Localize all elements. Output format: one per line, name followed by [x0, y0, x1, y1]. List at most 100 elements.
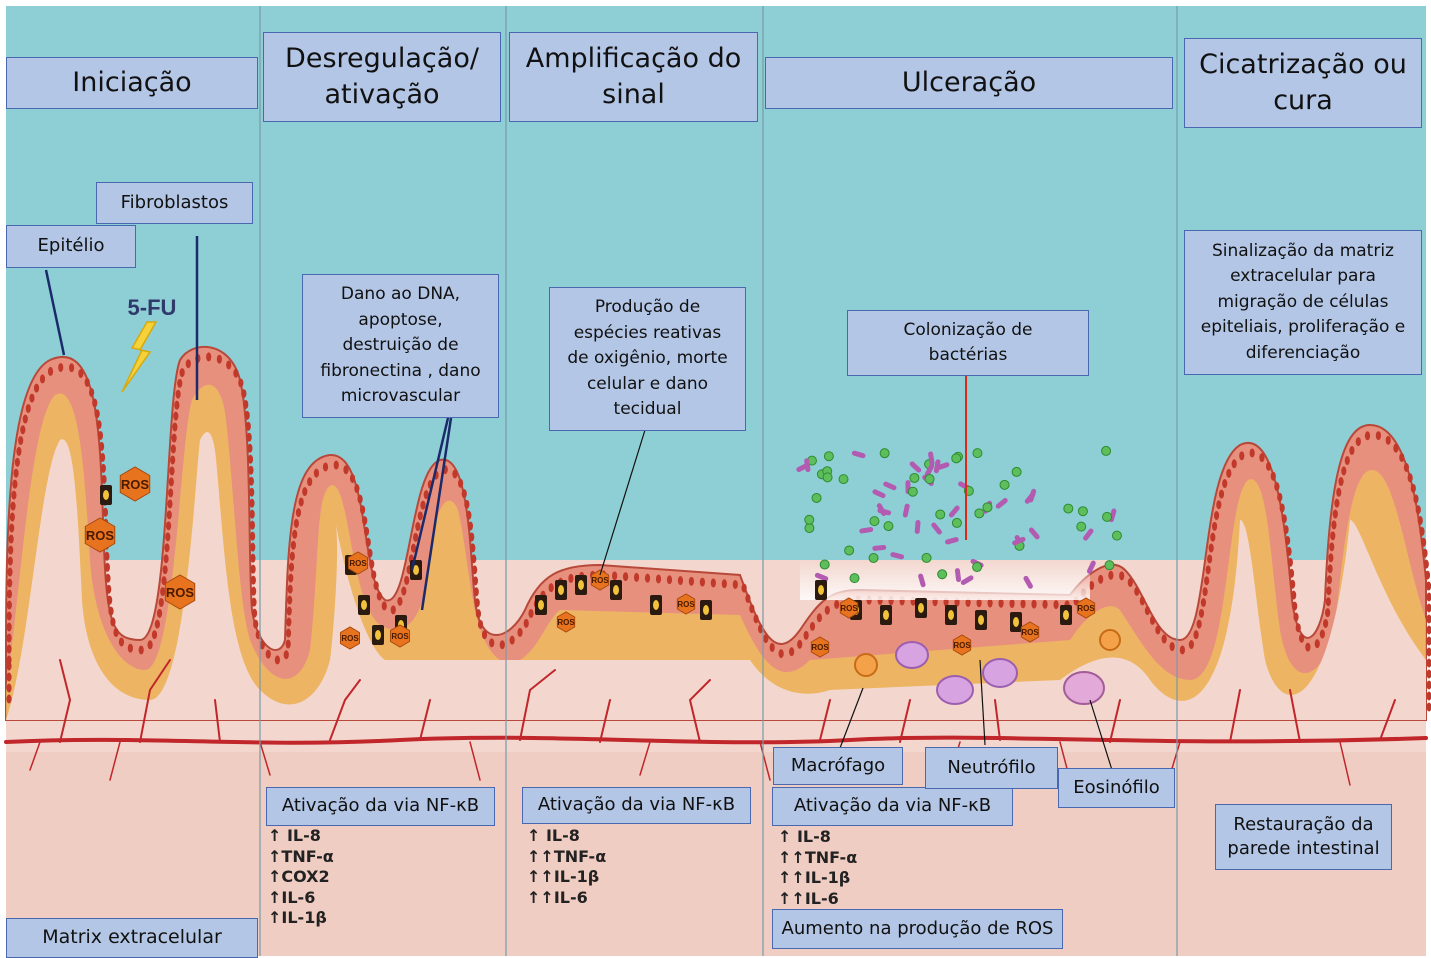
- nucleus-dot: [700, 578, 705, 587]
- desc-dano-line: apoptose,: [358, 308, 442, 334]
- bacterium-coccus: [983, 503, 992, 512]
- nucleus-dot: [568, 574, 573, 583]
- nucleus-dot: [401, 587, 406, 596]
- bacterium-coccus: [1012, 467, 1021, 476]
- nucleus-dot: [1170, 642, 1175, 651]
- desc-producao-line: Produção de: [595, 295, 700, 321]
- nucleus-dot: [1128, 578, 1133, 587]
- bacterium-coccus: [870, 517, 879, 526]
- nucleus-dot: [11, 491, 16, 500]
- nucleus-dot: [749, 604, 754, 613]
- nucleus-dot: [29, 394, 34, 403]
- damaged-cell-nucleus: [978, 615, 984, 625]
- nucleus-dot: [287, 607, 292, 616]
- nucleus-dot: [69, 363, 74, 372]
- marker-item: ↑TNF-α: [268, 847, 334, 868]
- nucleus-dot: [226, 360, 231, 369]
- marker-item: ↑COX2: [268, 867, 334, 888]
- nucleus-dot: [148, 640, 153, 649]
- bacterium-coccus: [1064, 504, 1073, 513]
- phase-desregulacao: Desregulação/ ativação: [263, 32, 501, 122]
- nucleus-dot: [1426, 669, 1431, 678]
- bacterium-coccus: [884, 522, 893, 531]
- nucleus-dot: [1290, 580, 1295, 589]
- nucleus-dot: [1134, 587, 1139, 596]
- nucleus-dot: [517, 628, 522, 637]
- five-fu-label: 5-FU: [128, 295, 177, 320]
- nucleus-dot: [804, 631, 809, 640]
- nucleus-dot: [1326, 597, 1331, 606]
- nucleus-dot: [286, 640, 291, 649]
- nucleus-dot: [466, 511, 471, 520]
- nucleus-dot: [105, 563, 110, 572]
- nucleus-dot: [58, 363, 63, 372]
- nucleus-dot: [248, 455, 253, 464]
- nucleus-dot: [163, 554, 168, 563]
- marker-item: ↑↑TNF-α: [527, 847, 606, 868]
- desc-dano-line: fibronectina , dano: [320, 359, 480, 385]
- marker-item: ↑IL-1β: [268, 908, 334, 929]
- nucleus-dot: [119, 637, 124, 646]
- marker-item: ↑IL-6: [268, 888, 334, 909]
- phase-iniciacao-label: Iniciação: [72, 65, 191, 101]
- ros-label: ROS: [840, 604, 858, 613]
- nfkb-desregulacao: Ativação da via NF-κB: [266, 787, 495, 826]
- nucleus-dot: [1331, 520, 1336, 529]
- nucleus-dot: [8, 557, 13, 566]
- nucleus-dot: [1426, 702, 1431, 711]
- nucleus-dot: [357, 495, 362, 504]
- nucleus-dot: [9, 535, 14, 544]
- eosinophil-cell: [1064, 672, 1104, 704]
- desc-dano-line: Dano ao DNA,: [341, 282, 460, 308]
- nfkb-desregulacao-text: Ativação da via NF-κB: [282, 794, 479, 818]
- bacterium-coccus: [1105, 561, 1114, 570]
- ros-label: ROS: [1077, 604, 1095, 613]
- ulcer-exudate: [800, 560, 1090, 600]
- bacterium-coccus: [812, 493, 821, 502]
- nucleus-dot: [415, 522, 420, 531]
- nucleus-dot: [101, 475, 106, 484]
- nucleus-dot: [1426, 614, 1431, 623]
- nucleus-dot: [249, 477, 254, 486]
- nucleus-dot: [1119, 571, 1124, 580]
- nucleus-dot: [166, 521, 171, 530]
- nucleus-dot: [10, 513, 15, 522]
- nucleus-dot: [250, 532, 255, 541]
- nucleus-dot: [371, 570, 376, 579]
- nucleus-dot: [362, 516, 367, 525]
- label-macrofago: Macrófago: [773, 747, 903, 785]
- nucleus-dot: [1108, 571, 1113, 580]
- nucleus-dot: [275, 655, 280, 664]
- nucleus-dot: [98, 431, 103, 440]
- nucleus-dot: [170, 455, 175, 464]
- nucleus-dot: [1328, 553, 1333, 562]
- bacterium-coccus: [845, 546, 854, 555]
- nucleus-dot: [474, 587, 479, 596]
- desc-producao-line: espécies reativas: [574, 321, 722, 347]
- nucleus-dot: [110, 617, 115, 626]
- nucleus-dot: [733, 580, 738, 589]
- nucleus-dot: [108, 607, 113, 616]
- nucleus-dot: [1020, 599, 1025, 608]
- nucleus-dot: [1426, 582, 1431, 591]
- nucleus-dot: [292, 530, 297, 539]
- nucleus-dot: [354, 484, 359, 493]
- nucleus-dot: [1199, 609, 1204, 618]
- bacterium-coccus: [820, 560, 829, 569]
- desc-sinalizacao: Sinalização da matriz extracelular para …: [1184, 230, 1422, 375]
- nucleus-dot: [169, 477, 174, 486]
- ros-label: ROS: [811, 643, 829, 652]
- nucleus-dot: [243, 400, 248, 409]
- nucleus-dot: [468, 522, 473, 531]
- bacterium-coccus: [805, 524, 814, 533]
- nucleus-dot: [1292, 602, 1297, 611]
- desc-dano: Dano ao DNA, apoptose, destruição de fib…: [302, 274, 499, 418]
- nucleus-dot: [471, 554, 476, 563]
- bacterium-coccus: [805, 515, 814, 524]
- nucleus-dot: [1386, 436, 1391, 445]
- nucleus-dot: [489, 638, 494, 647]
- nucleus-dot: [1212, 522, 1217, 531]
- nucleus-dot: [288, 574, 293, 583]
- nucleus-dot: [452, 469, 457, 478]
- nucleus-dot: [1408, 473, 1413, 482]
